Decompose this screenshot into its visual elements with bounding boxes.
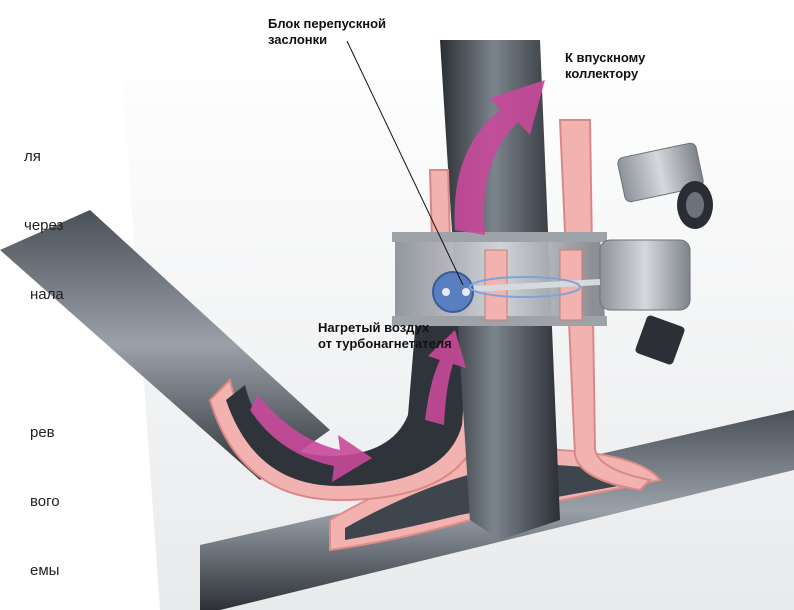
- side-text-line: емы: [0, 559, 64, 582]
- heated-air-label: Нагретый воздух от турбонагнетателя: [318, 320, 452, 352]
- side-text-line: рев: [0, 421, 64, 444]
- heated-air-label-line1: Нагретый воздух: [318, 320, 429, 335]
- bypass-valve-label: Блок перепускной заслонки: [268, 16, 386, 48]
- bypass-valve-label-line1: Блок перепускной: [268, 16, 386, 31]
- side-text-line: вого: [0, 490, 64, 513]
- side-text-line: нала: [0, 283, 64, 306]
- cropped-side-text: ля через нала рев вого емы: [0, 99, 64, 605]
- side-text-line: через: [0, 214, 64, 237]
- intake-manifold-label-line1: К впускному: [565, 50, 645, 65]
- intake-manifold-label-line2: коллектору: [565, 66, 638, 81]
- side-text-line: [0, 352, 64, 375]
- side-text-line: ля: [0, 145, 64, 168]
- housing-flange-top: [392, 232, 607, 242]
- bypass-valve-label-line2: заслонки: [268, 32, 327, 47]
- heated-air-label-line2: от турбонагнетателя: [318, 336, 452, 351]
- actuator-motor: [600, 240, 690, 310]
- intake-manifold-label: К впускному коллектору: [565, 50, 645, 82]
